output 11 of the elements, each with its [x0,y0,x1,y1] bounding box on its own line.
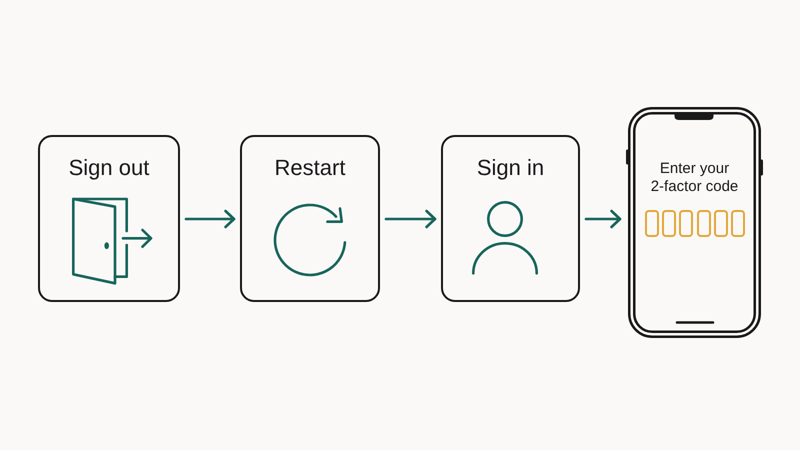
step-title: Sign out [68,155,150,181]
arrow [584,210,622,228]
prompt-text: Enter your 2-factor code [650,160,740,196]
arrow [184,210,236,228]
step-card [38,135,180,302]
step-card [441,135,580,302]
arrow [384,210,436,228]
step-title: Sign in [476,155,546,181]
step-title: Restart [274,155,346,181]
step-card [240,135,380,302]
phone-frame [626,107,763,338]
